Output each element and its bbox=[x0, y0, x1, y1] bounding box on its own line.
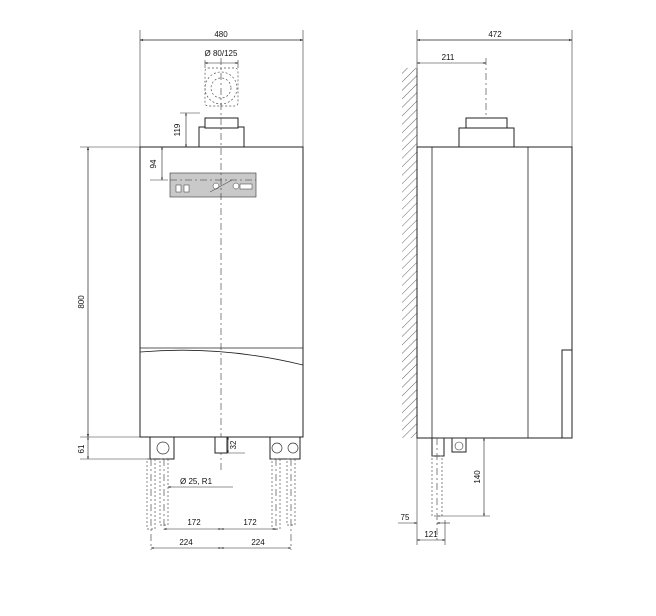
inner-spacing-right-label: 172 bbox=[243, 518, 257, 527]
connection-offset-label: 32 bbox=[229, 440, 238, 449]
wall-hatch bbox=[402, 68, 417, 438]
outer-spacing-right-label: 224 bbox=[251, 538, 265, 547]
boiler-body-side bbox=[416, 146, 573, 439]
inner-spacing-left-label: 172 bbox=[187, 518, 201, 527]
side-flue-spigot bbox=[465, 117, 508, 129]
flue-height-label: 119 bbox=[173, 123, 182, 136]
connection-depth-label: 121 bbox=[424, 530, 438, 539]
side-view: 472 211 140 75 12 bbox=[398, 30, 573, 545]
casing-curve bbox=[139, 349, 304, 366]
side-flue-collar bbox=[458, 127, 515, 148]
depth-dimension-label: 472 bbox=[488, 30, 502, 39]
height-dimension-label: 800 bbox=[77, 295, 86, 309]
bottom-offset-label: 61 bbox=[77, 444, 86, 453]
panel-offset-label: 94 bbox=[149, 159, 158, 168]
pipe-diameter-label: Ø 25, R1 bbox=[180, 477, 213, 486]
flue-spigot bbox=[204, 117, 239, 129]
connections-side bbox=[431, 437, 467, 540]
flue-diameter-label: Ø 80/125 bbox=[205, 49, 238, 58]
connections-front bbox=[146, 436, 301, 550]
wall-offset-label: 75 bbox=[401, 513, 410, 522]
side-panel-lip bbox=[561, 349, 573, 439]
flue-collar bbox=[198, 126, 245, 148]
flue-offset-label: 211 bbox=[442, 53, 455, 62]
width-dimension-label: 480 bbox=[214, 30, 228, 39]
connection-height-label: 140 bbox=[473, 470, 482, 484]
control-panel-details bbox=[170, 179, 256, 193]
outer-spacing-left-label: 224 bbox=[179, 538, 193, 547]
front-view: 480 Ø 80/125 119 bbox=[77, 30, 304, 550]
